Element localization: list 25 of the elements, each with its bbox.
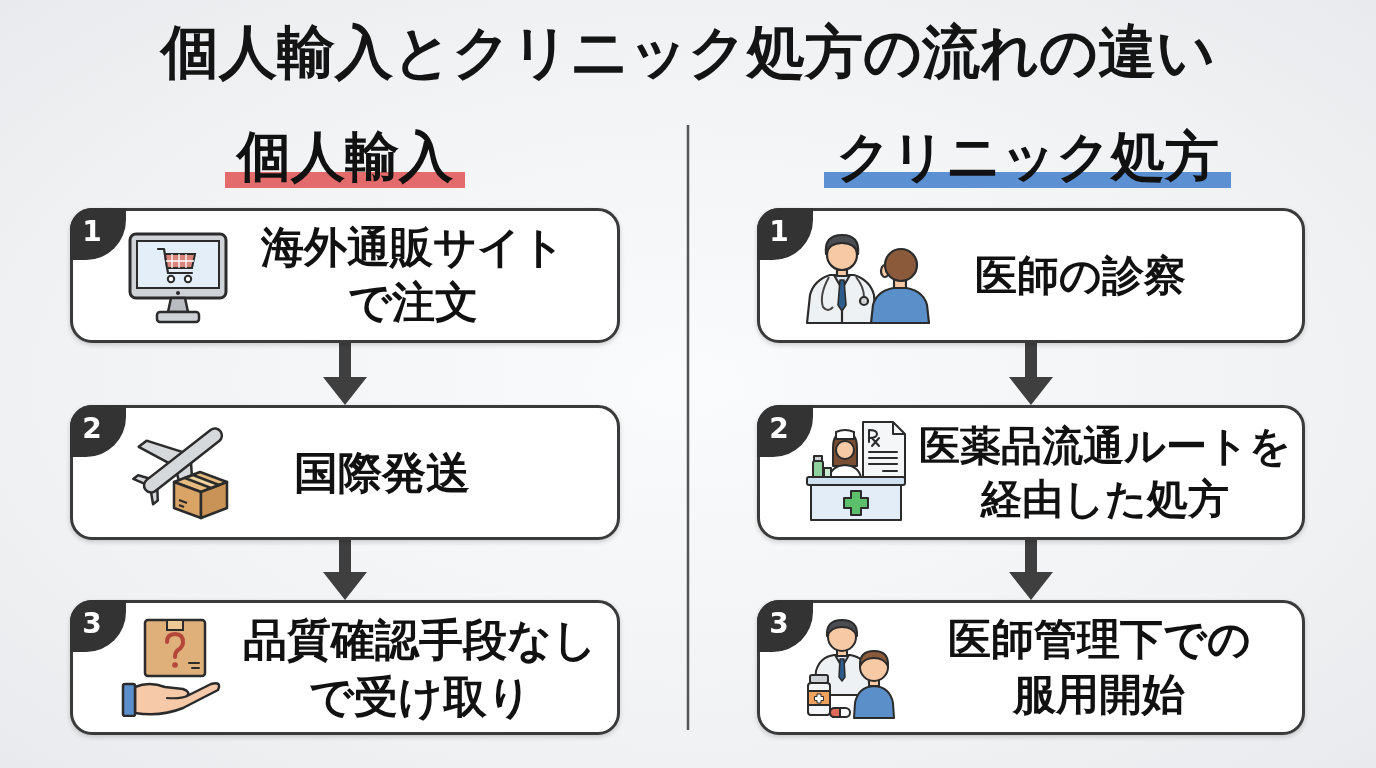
arrow xyxy=(1009,343,1053,405)
step-box xyxy=(70,600,620,735)
title: 個人輸入とクリニック処方の流れの違い xyxy=(161,18,1215,86)
column-heading: 個人輸入 xyxy=(225,126,465,188)
step-text: 医師の診察 xyxy=(973,249,1187,302)
step-number: 2 xyxy=(757,405,813,457)
step-text: 品質確認手段なしで受け取り xyxy=(242,612,598,724)
column-heading: クリニック処方 xyxy=(823,126,1231,188)
step-text: 海外通販サイトで注文 xyxy=(260,220,566,330)
step-box xyxy=(757,208,1305,343)
step-box xyxy=(70,208,620,343)
step-number: 3 xyxy=(70,600,126,652)
step-text: 医師管理下での服用開始 xyxy=(946,612,1252,722)
step-number: 3 xyxy=(757,600,813,652)
step-box xyxy=(70,405,620,540)
arrow xyxy=(1009,540,1053,600)
step-text: 国際発送 xyxy=(293,445,471,500)
step-box xyxy=(757,405,1305,540)
step-box xyxy=(757,600,1305,735)
arrow xyxy=(323,540,367,600)
step-number: 1 xyxy=(70,208,126,260)
step-number: 1 xyxy=(757,208,813,260)
step-number: 2 xyxy=(70,405,126,457)
arrow xyxy=(323,343,367,405)
step-text: 医薬品流通ルートを経由した処方 xyxy=(918,420,1292,525)
